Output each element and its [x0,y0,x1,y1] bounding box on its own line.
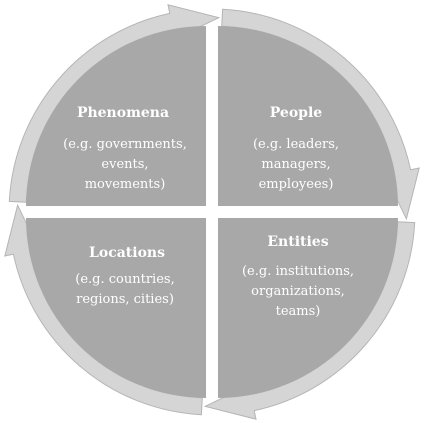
locations-line-1: (e.g. countries, [75,272,174,287]
quadrant-locations [26,218,206,398]
phenomena-line-1: (e.g. governments, [63,137,187,152]
phenomena-line-3: movements) [85,177,166,192]
people-line-2: managers, [261,157,330,172]
entities-title: Entities [267,234,328,250]
phenomena-line-2: events, [101,157,148,172]
entities-line-2: organizations, [251,284,345,299]
entities-line-3: teams) [276,304,321,319]
people-line-1: (e.g. leaders, [253,137,339,152]
people-line-3: employees) [259,177,334,192]
quadrant-phenomena [26,26,206,206]
quadrant-entities [218,218,398,398]
locations-line-2: regions, cities) [76,292,174,307]
quadrant-people [218,26,398,206]
locations-title: Locations [89,245,165,261]
phenomena-title: Phenomena [77,105,169,121]
cycle-arrows [4,4,420,420]
entities-line-1: (e.g. institutions, [242,264,354,279]
people-title: People [270,105,323,121]
